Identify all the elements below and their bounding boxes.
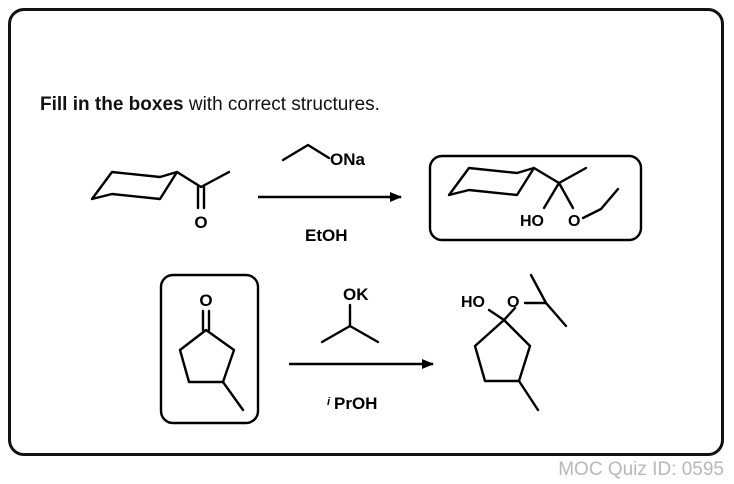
instruction-text: Fill in the boxes with correct structure… xyxy=(40,94,380,116)
reactant-1-ring xyxy=(90,170,179,201)
product-2-structure: HO O xyxy=(461,273,568,412)
reactant-1-structure: O xyxy=(90,170,231,232)
product-1-structure: HO O xyxy=(447,166,620,230)
reagent-1-label: ONa xyxy=(330,150,366,169)
answer-box-product-1 xyxy=(428,154,643,242)
instruction-bold: Fill in the boxes xyxy=(40,94,184,115)
product-1-ether-label: O xyxy=(568,213,580,230)
reagent-1-structure: ONa xyxy=(281,143,366,169)
reagent-2-label: OK xyxy=(343,285,369,304)
reaction-2-solvent-prefix: i xyxy=(327,396,331,408)
quiz-frame xyxy=(8,8,724,456)
reactant-2-structure: O xyxy=(178,291,245,412)
reaction-1-solvent: EtOH xyxy=(305,226,348,245)
answer-box-reactant-2 xyxy=(159,273,260,425)
reaction-2-solvent: PrOH xyxy=(334,394,377,413)
product-1-hydroxyl-label: HO xyxy=(520,213,544,230)
product-2-hydroxyl-label: HO xyxy=(461,294,485,311)
reactant-1-oxygen-label: O xyxy=(194,213,207,232)
reactant-1-carbonyl-bond xyxy=(175,170,231,189)
product-2-ether-label: O xyxy=(507,294,519,311)
instruction-rest: with correct structures. xyxy=(183,94,380,115)
quiz-id-footer: MOC Quiz ID: 0595 xyxy=(558,459,724,480)
reagent-2-structure: OK xyxy=(320,285,380,344)
reactant-2-oxygen-label: O xyxy=(199,291,212,310)
